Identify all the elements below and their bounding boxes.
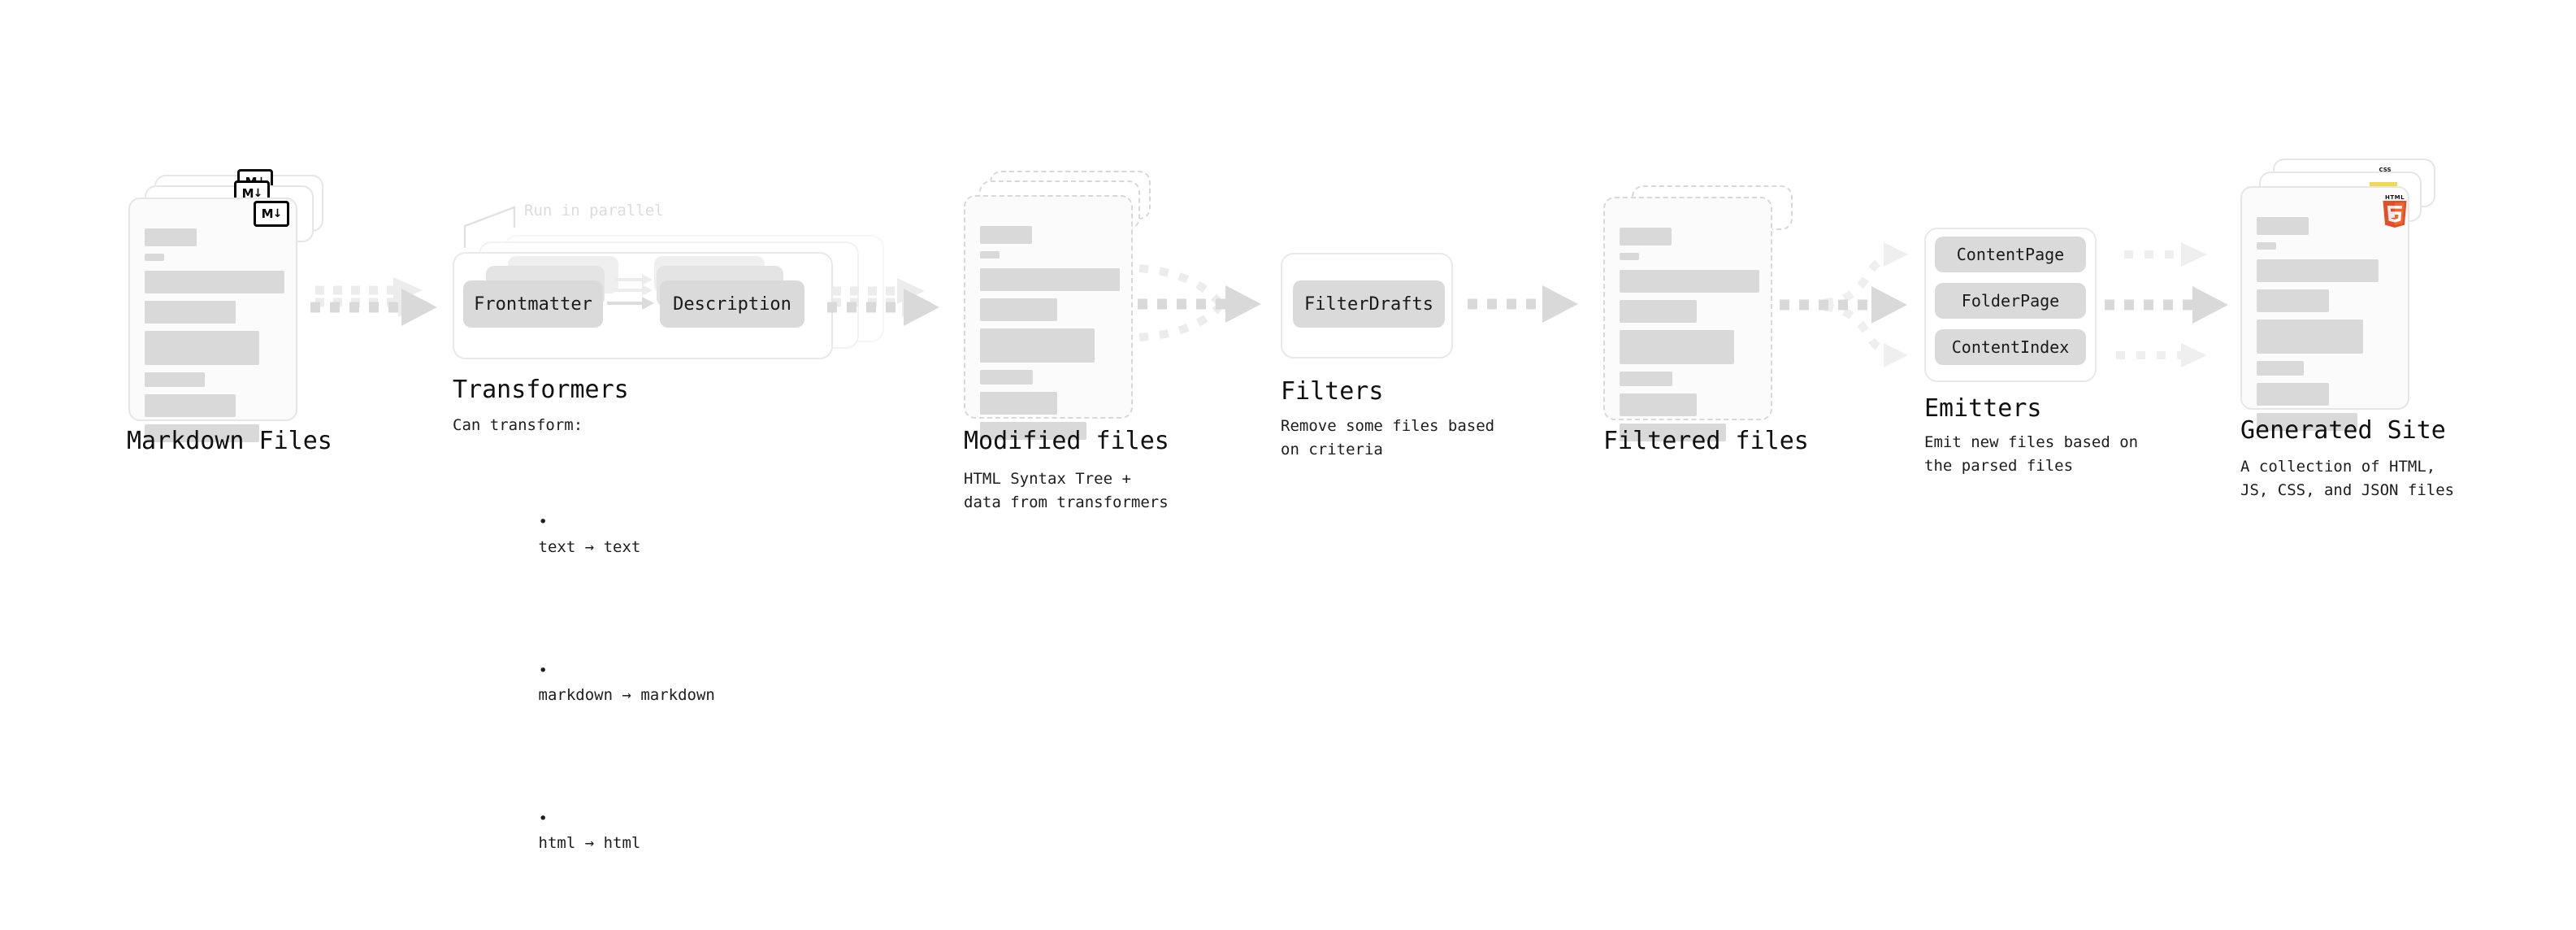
transform-bullet-row: • markdown → markdown xyxy=(464,633,715,732)
filter-chip-filterdrafts[interactable]: FilterDrafts xyxy=(1293,280,1445,328)
caption-sub-emitters: Emit new files based on the parsed files xyxy=(1924,433,2139,476)
caption-sub-filters: Remove some files based on criteria xyxy=(1281,417,1495,459)
emitter-chip-contentpage-label: ContentPage xyxy=(1956,245,2065,264)
transform-bullet-1: markdown → markdown xyxy=(538,685,715,704)
caption-title-transformers: Transformers xyxy=(453,376,629,404)
markdown-card-placeholder-lines xyxy=(145,228,284,450)
html5-badge-word: HTML xyxy=(2384,193,2405,201)
caption-title-emitters: Emitters xyxy=(1924,394,2042,423)
transformer-chip-frontmatter[interactable]: Frontmatter xyxy=(463,280,603,328)
site-card-placeholder-lines xyxy=(2257,217,2396,438)
caption-title-generated-site: Generated Site xyxy=(2240,416,2446,445)
emitter-chip-contentindex[interactable]: ContentIndex xyxy=(1935,329,2086,365)
transformer-chip-frontmatter-label: Frontmatter xyxy=(474,293,592,315)
markdown-badge-letter-front: M xyxy=(261,206,274,221)
caption-title-filtered-files: Filtered files xyxy=(1603,427,1809,455)
transform-bullet-row: • text → text xyxy=(464,485,715,585)
site-file-card-front xyxy=(2240,186,2409,431)
markdown-badge-front: M↓ xyxy=(254,201,289,227)
filtered-card-placeholder-lines xyxy=(1620,228,1759,449)
filter-chip-filterdrafts-label: FilterDrafts xyxy=(1304,293,1433,315)
caption-title-modified-files: Modified files xyxy=(964,427,1169,455)
emitter-chip-contentindex-label: ContentIndex xyxy=(1951,337,2070,357)
emitter-chip-contentpage[interactable]: ContentPage xyxy=(1935,237,2086,272)
caption-sub-generated-site: A collection of HTML, JS, CSS, and JSON … xyxy=(2240,458,2455,500)
bullet-glyph-icon: • xyxy=(538,809,548,828)
css3-badge-label: CSS xyxy=(2379,167,2392,173)
transformer-chip-description[interactable]: Description xyxy=(660,280,804,328)
modified-file-card-front xyxy=(964,195,1133,440)
modified-card-placeholder-lines xyxy=(980,226,1120,447)
caption-title-filters: Filters xyxy=(1281,377,1384,406)
annotation-run-in-parallel: Run in parallel xyxy=(524,202,664,219)
transform-bullet-2: html → html xyxy=(538,834,641,853)
transformer-chip-description-label: Description xyxy=(673,293,791,315)
caption-sub-transformers-bullets: • text → text • markdown → markdown • ht… xyxy=(464,436,715,930)
transform-bullet-0: text → text xyxy=(538,537,641,556)
filtered-file-card-front xyxy=(1603,197,1772,441)
caption-title-markdown-files: Markdown Files xyxy=(127,427,332,455)
bullet-glyph-icon: • xyxy=(538,661,548,680)
html5-shield-icon xyxy=(2383,201,2407,228)
markdown-file-card-front xyxy=(128,198,297,442)
markdown-badge-letter-mid: M xyxy=(241,185,254,201)
bullet-glyph-icon: • xyxy=(538,513,548,532)
caption-sub-modified-files: HTML Syntax Tree + data from transformer… xyxy=(964,470,1169,512)
diagram-canvas: M↓ M↓ M↓ Markdown Files xyxy=(127,159,2455,852)
emitter-chip-folderpage[interactable]: FolderPage xyxy=(1935,283,2086,319)
html5-badge: HTML xyxy=(2381,193,2409,228)
emitter-chip-folderpage-label: FolderPage xyxy=(1961,291,2060,311)
caption-sub-transformers-lead: Can transform: xyxy=(453,416,583,434)
transform-bullet-row: • html → html xyxy=(464,781,715,880)
